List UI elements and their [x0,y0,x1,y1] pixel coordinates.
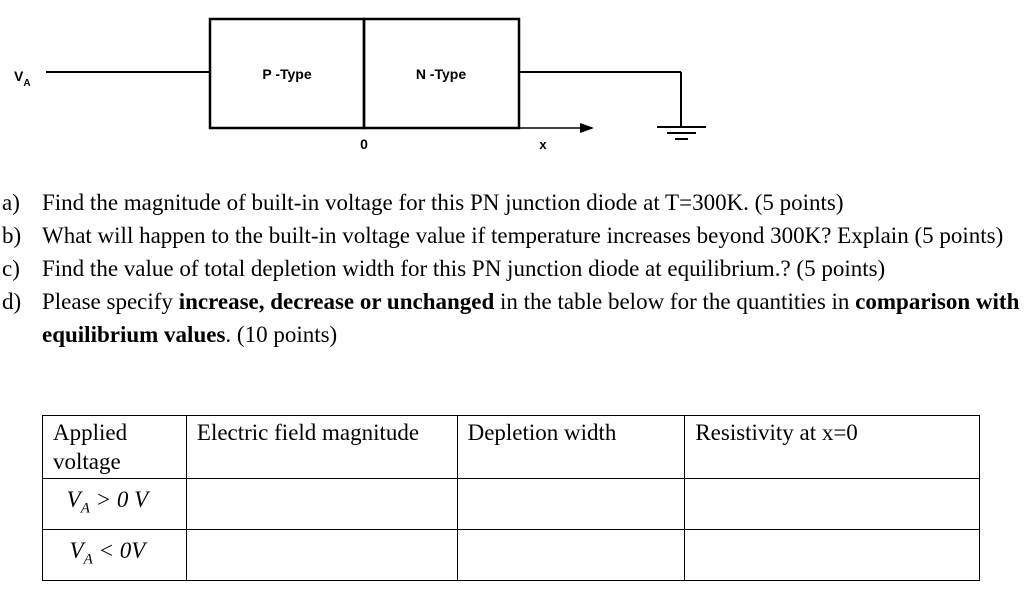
question-letter: a) [2,190,20,215]
answer-cell[interactable] [684,478,980,530]
pn-junction-diagram: VA P -Type N -Type 0 x [14,17,706,152]
question-text-post: . (10 points) [225,322,338,347]
question-list: a) Find the magnitude of built-in voltag… [0,186,1020,351]
answer-cell[interactable] [456,478,686,530]
question-emphasis-comparison: comparison with equilibrium values [42,289,1020,347]
question-letter: b) [2,223,22,248]
answer-cell[interactable] [185,529,458,581]
x-axis-arrow [519,123,594,133]
header-electric-field: Electric field magnitude [185,415,458,479]
question-b: b) What will happen to the built-in volt… [0,219,1020,252]
question-text-pre: Please specify [42,289,179,314]
x-axis-label: x [539,137,547,152]
header-resistivity: Resistivity at x=0 [684,415,980,479]
question-letter: d) [2,289,22,314]
answer-cell[interactable] [456,529,686,581]
answer-cell[interactable] [185,478,458,530]
header-applied-voltage: Applied voltage [42,415,187,479]
question-letter: c) [2,256,20,281]
p-type-label: P -Type [262,66,311,82]
n-type-label: N -Type [416,66,467,82]
n-type-region [362,17,521,130]
question-d: d) Please specify increase, decrease or … [0,285,1020,351]
question-text: What will happen to the built-in voltage… [42,223,1004,248]
table-header-row: Applied voltage Electric field magnitude… [42,415,980,479]
question-text: Find the value of total depletion width … [42,256,886,281]
quantities-table: Applied voltage Electric field magnitude… [42,415,980,581]
question-text: Find the magnitude of built-in voltage f… [42,190,844,215]
header-depletion-width: Depletion width [456,415,686,479]
origin-label: 0 [360,136,368,152]
forward-bias-expression: VA > 0 V [66,487,149,517]
ground-icon [657,126,706,140]
answer-cell[interactable] [684,529,980,581]
table-row: VA > 0 V [42,478,980,530]
question-c: c) Find the value of total depletion wid… [0,252,1020,285]
applied-voltage-cell: VA > 0 V [42,478,187,530]
question-emphasis-options: increase, decrease or unchanged [178,289,495,314]
source-label: VA [14,68,31,89]
table-row: VA < 0V [42,529,980,581]
reverse-bias-expression: VA < 0V [69,538,146,568]
question-a: a) Find the magnitude of built-in voltag… [0,186,1020,219]
applied-voltage-cell: VA < 0V [42,529,187,581]
question-text-mid: in the table below for the quantities in [494,289,856,314]
